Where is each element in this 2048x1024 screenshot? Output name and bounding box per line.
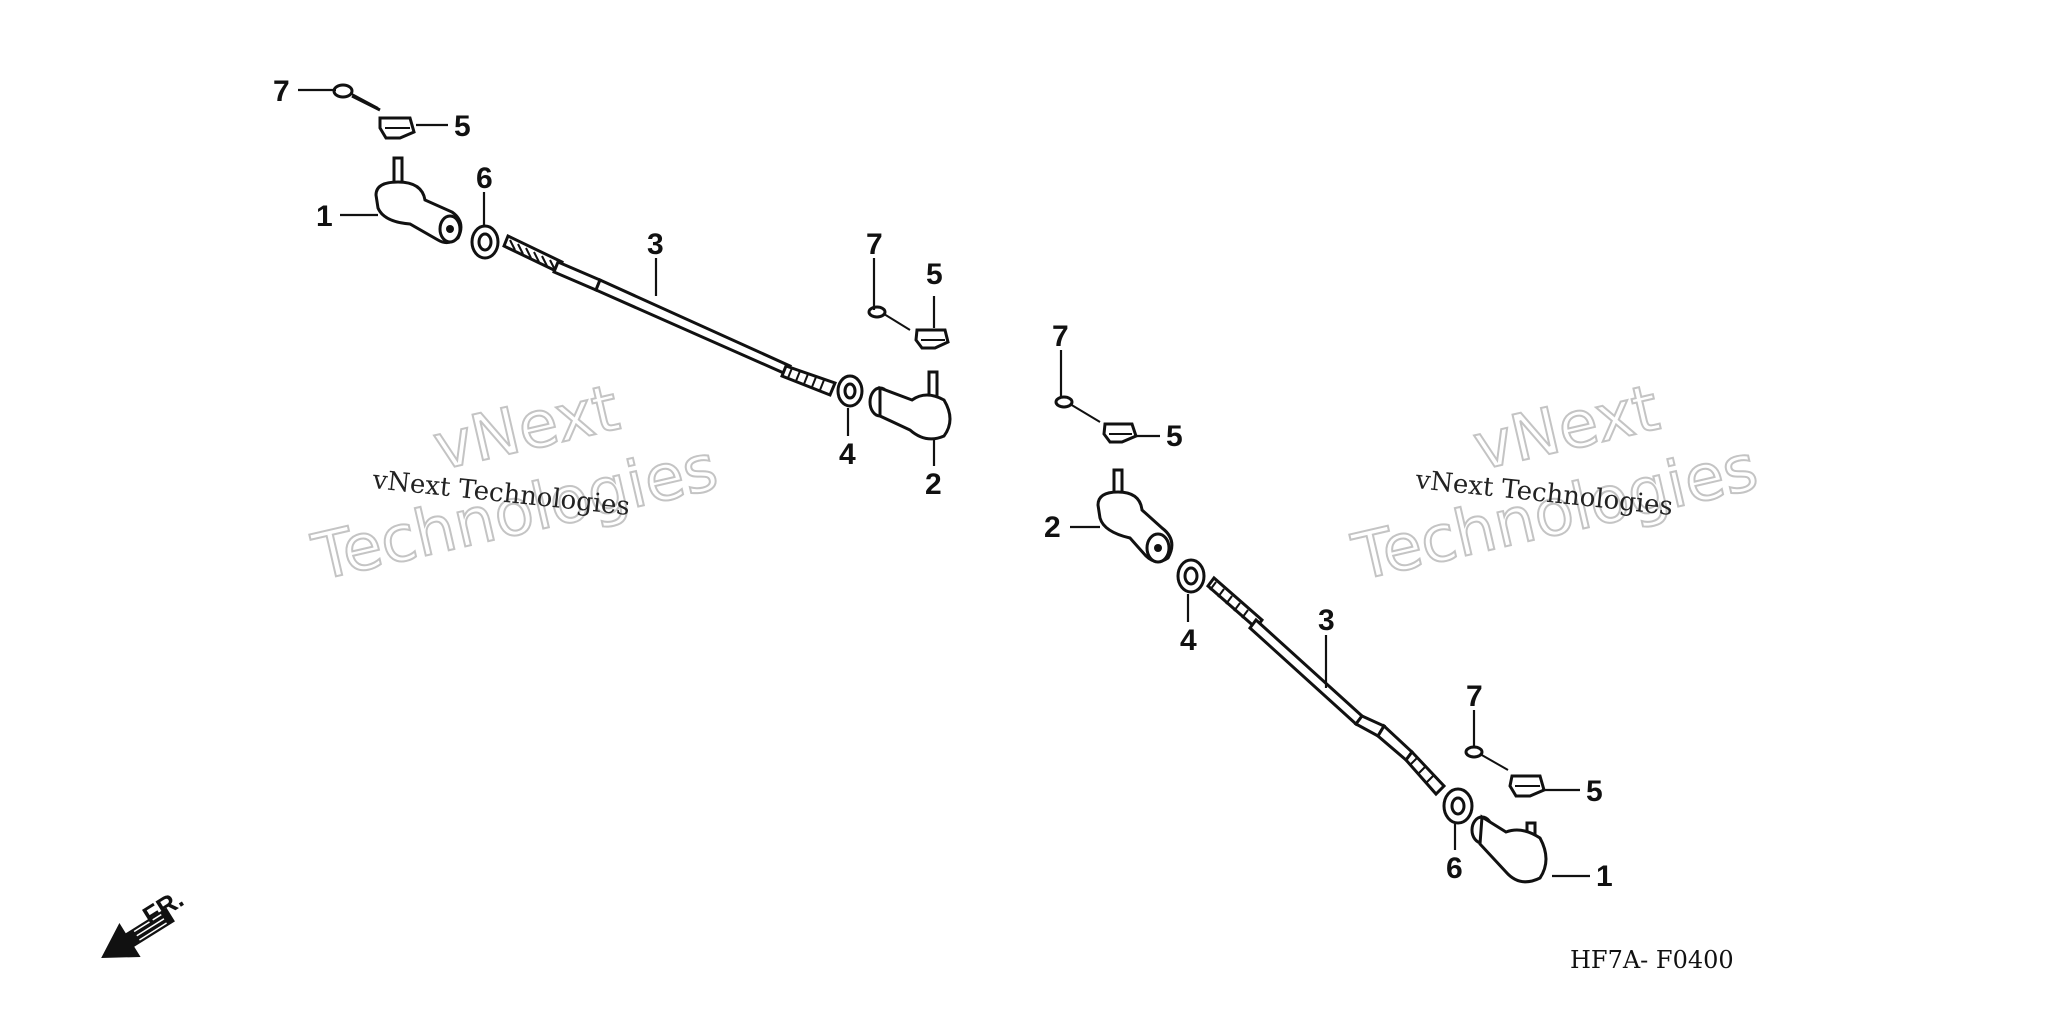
- callout-7: 7: [866, 228, 883, 261]
- cotter-pin[interactable]: [867, 305, 911, 331]
- tie-rod-end-outer[interactable]: [374, 156, 463, 245]
- cotter-pin[interactable]: [1054, 395, 1101, 423]
- watermark-right: vNext Technologies vNext Technologies: [1345, 370, 1765, 596]
- arrow-front-icon: [101, 907, 175, 959]
- callouts-upper-left: 7 5 6 1 3 7 5 4 2: [273, 75, 943, 501]
- front-direction-indicator: FR.: [101, 883, 189, 959]
- callout-5: 5: [926, 258, 943, 291]
- callout-1: 1: [316, 200, 333, 233]
- callout-3: 3: [647, 228, 664, 261]
- callout-5: 5: [1166, 420, 1183, 453]
- jam-nut[interactable]: [836, 374, 864, 408]
- castle-nut[interactable]: [1508, 774, 1546, 798]
- callout-7: 7: [273, 75, 290, 108]
- callout-1: 1: [1596, 860, 1613, 893]
- callout-4: 4: [1180, 624, 1197, 657]
- upper-left-assembly: [332, 83, 952, 441]
- tie-rod[interactable]: [502, 233, 837, 397]
- cotter-pin[interactable]: [1464, 745, 1509, 771]
- callout-5: 5: [1586, 775, 1603, 808]
- callout-7: 7: [1466, 680, 1483, 713]
- callout-6: 6: [476, 162, 493, 195]
- castle-nut[interactable]: [378, 116, 416, 140]
- callout-3: 3: [1318, 604, 1335, 637]
- lock-nut[interactable]: [1442, 787, 1474, 825]
- callout-4: 4: [839, 438, 856, 471]
- castle-nut[interactable]: [914, 328, 950, 350]
- lower-right-assembly: [1054, 395, 1548, 884]
- tie-rod-end-inner[interactable]: [1096, 468, 1174, 564]
- tie-rod[interactable]: [1205, 575, 1447, 797]
- callout-5: 5: [454, 110, 471, 143]
- leader-lines: [298, 88, 1590, 878]
- lock-nut[interactable]: [470, 224, 500, 260]
- cotter-pin[interactable]: [332, 83, 381, 112]
- watermark-left: vNext Technologies vNext Technologies: [305, 370, 725, 596]
- jam-nut[interactable]: [1176, 558, 1206, 594]
- callout-6: 6: [1446, 852, 1463, 885]
- tie-rod-end-inner[interactable]: [868, 370, 952, 441]
- callout-7: 7: [1052, 320, 1069, 353]
- castle-nut[interactable]: [1102, 422, 1138, 444]
- callouts-lower-right: 7 5 2 4 3 7 5 6 1: [1044, 320, 1613, 893]
- tie-rod-end-outer[interactable]: [1470, 814, 1548, 884]
- callout-2: 2: [925, 468, 942, 501]
- diagram-code: HF7A- F0400: [1570, 946, 1734, 974]
- callout-2: 2: [1044, 511, 1061, 544]
